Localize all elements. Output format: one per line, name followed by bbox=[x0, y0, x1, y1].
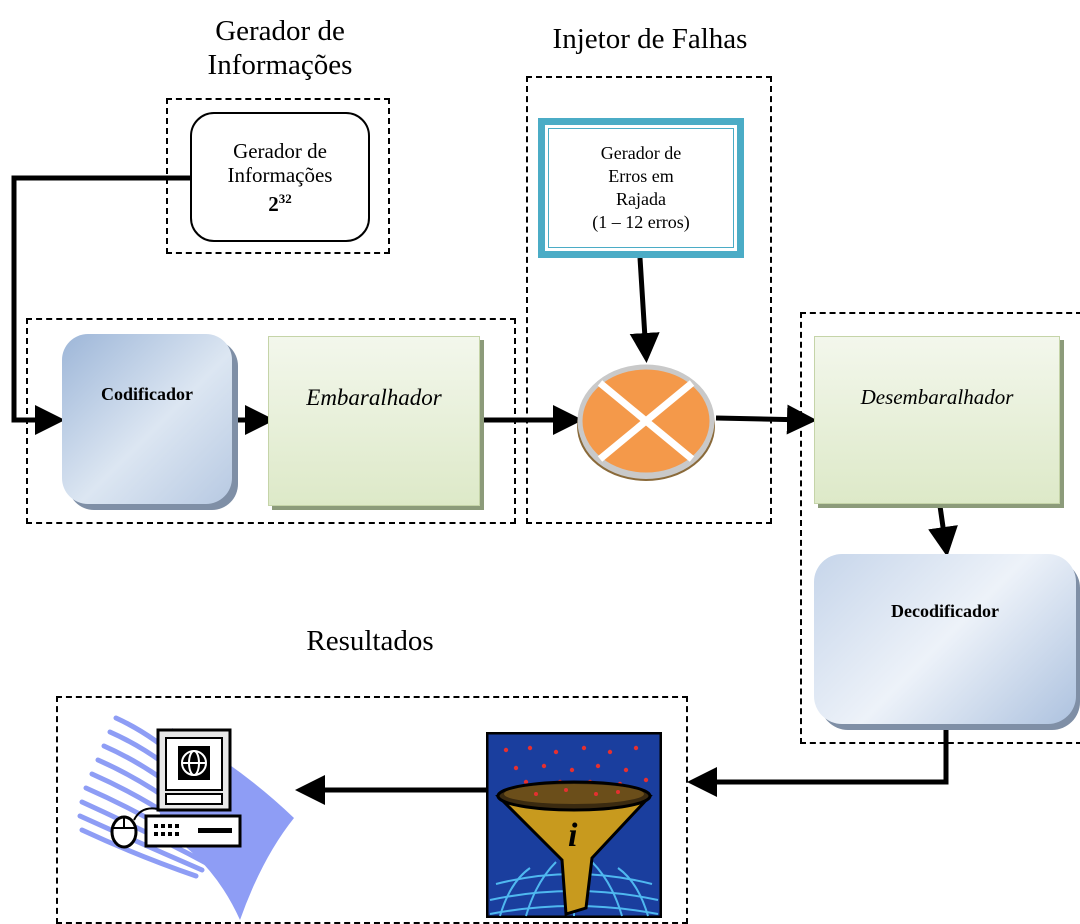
decodificador-block: Decodificador bbox=[814, 554, 1076, 724]
gerador-line2: Informações bbox=[227, 162, 333, 187]
title-gerador-informacoes: Gerador de Informações bbox=[207, 15, 353, 81]
codificador-block: Codificador bbox=[62, 334, 232, 504]
codificador-label: Codificador bbox=[101, 383, 193, 404]
title-injetor-de-falhas: Injetor de Falhas bbox=[552, 23, 748, 55]
gerador-line1: Gerador de bbox=[233, 138, 327, 163]
desembaralhador-label: Desembaralhador bbox=[860, 384, 1014, 409]
decodificador-label: Decodificador bbox=[891, 600, 999, 621]
arrow-gerador-to-codificador bbox=[11, 175, 192, 435]
fault-injector-mixer-icon bbox=[577, 364, 715, 481]
gerador-erros-label: Gerador de Erros em Rajada (1 – 12 erros… bbox=[548, 128, 734, 248]
arrow-injetor-to-desembaralhador bbox=[715, 404, 817, 435]
svg-text:i: i bbox=[568, 817, 578, 854]
decoder-group-frame bbox=[800, 312, 1080, 744]
computer-terminal-icon bbox=[77, 715, 294, 920]
injetor-group-frame bbox=[526, 76, 772, 524]
desembaralhador-block: Desembaralhador bbox=[814, 336, 1060, 504]
embaralhador-block: Embaralhador bbox=[268, 336, 480, 506]
gerador-power-exponent: 32 bbox=[278, 190, 292, 206]
information-funnel-filter-icon: i bbox=[486, 732, 662, 918]
arrow-desembaralhador-to-decodificador bbox=[928, 505, 958, 557]
gerador-power: 232 bbox=[268, 187, 292, 216]
gerador-power-base: 2 bbox=[268, 191, 279, 216]
gerador-erros-frame: Gerador de Erros em Rajada (1 – 12 erros… bbox=[538, 118, 744, 258]
arrow-decodificador-to-filter bbox=[686, 726, 949, 797]
gerador-informacoes-block: Gerador de Informações 232 bbox=[190, 112, 370, 242]
arrow-erros-to-injetor bbox=[629, 257, 660, 363]
embaralhador-label: Embaralhador bbox=[306, 385, 442, 410]
title-resultados: Resultados bbox=[306, 625, 434, 657]
